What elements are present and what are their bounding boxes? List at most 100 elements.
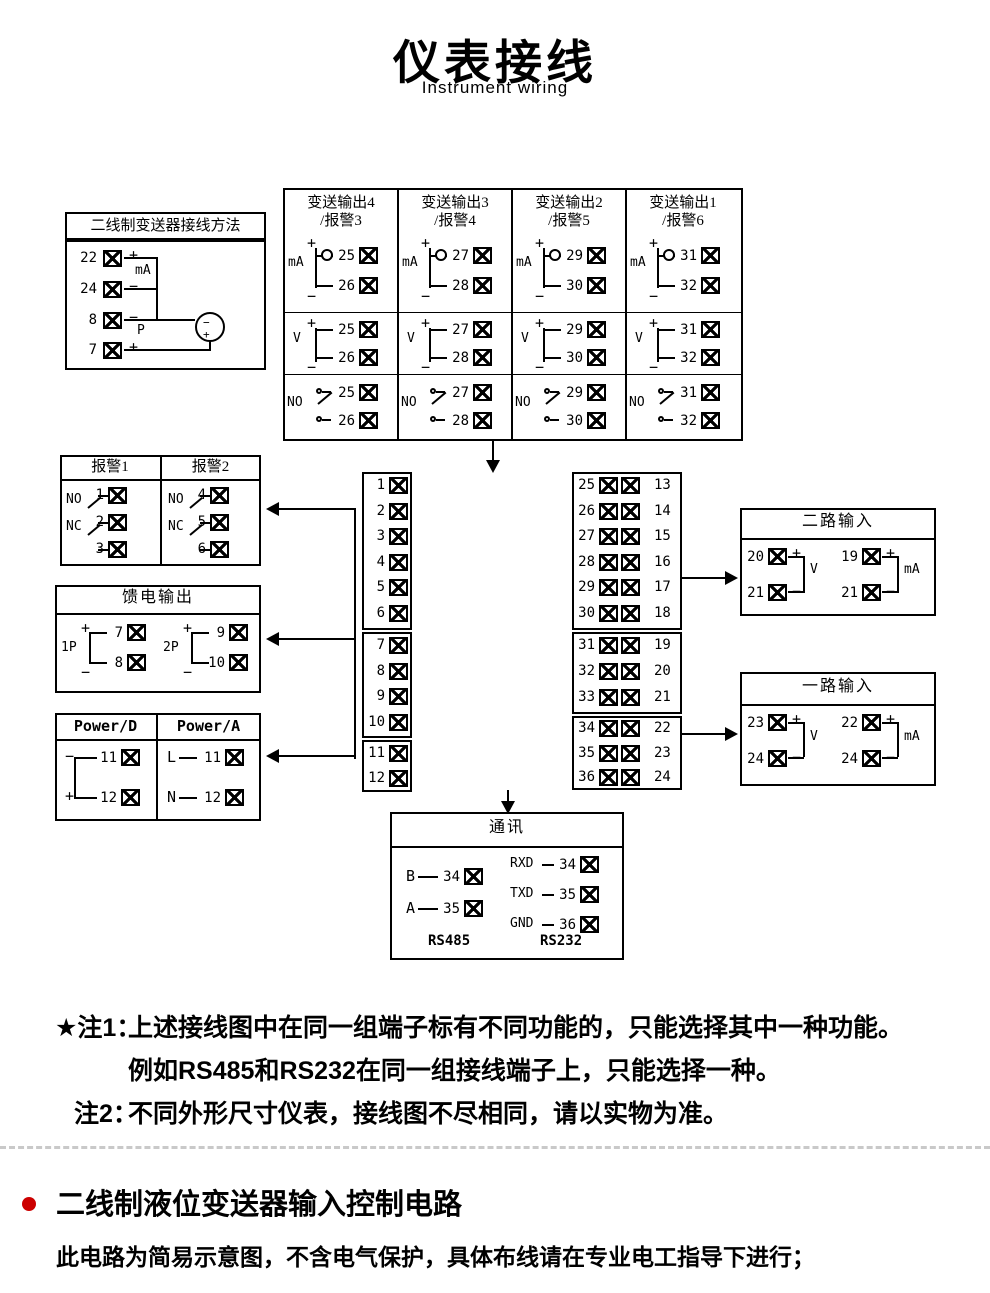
- terminal-screw-icon: [587, 277, 606, 294]
- terminal-screw-icon: [599, 689, 618, 706]
- signal-label: NO: [515, 395, 531, 410]
- terminal-number: 29: [566, 385, 583, 401]
- terminal-screw-icon: [464, 868, 483, 885]
- wire: [543, 285, 561, 287]
- terminal-number: 24: [80, 281, 97, 297]
- transmit-outputs-box: 变送输出4 /报警3 + 25 26 − mA + 25 26 − V NO 2…: [283, 188, 743, 441]
- wire: [803, 556, 805, 593]
- wire: [98, 549, 108, 551]
- contact-node-icon: [658, 388, 664, 394]
- terminal-screw-icon: [862, 714, 881, 731]
- transmitter-wiring-box: 二线制变送器接线方法 22 24 8 7 + mA − − P + − +: [65, 212, 270, 372]
- rs232-label: RS232: [540, 933, 583, 949]
- polarity-sign: −: [129, 277, 139, 295]
- pin-label: TXD: [510, 886, 534, 901]
- terminal-number: 27: [452, 322, 469, 338]
- polarity-sign: +: [886, 544, 896, 562]
- terminal-number: 30: [566, 413, 583, 429]
- terminal-screw-icon: [580, 856, 599, 873]
- terminal-number: 29: [566, 248, 583, 264]
- terminal-screw-icon: [587, 412, 606, 429]
- wire: [543, 328, 545, 362]
- signal-label: mA: [135, 263, 151, 278]
- signal-label: V: [293, 331, 301, 346]
- signal-label: V: [521, 331, 529, 346]
- terminal-number: 32: [578, 663, 595, 679]
- terminal-screw-icon: [768, 548, 787, 565]
- polarity-sign: +: [183, 619, 193, 637]
- wire: [657, 248, 659, 288]
- terminal-number: 4: [376, 554, 385, 570]
- terminal-screw-icon: [103, 342, 122, 359]
- arrow-right-icon: [725, 571, 738, 585]
- signal-label: NO: [168, 492, 184, 507]
- terminal-screw-icon: [862, 584, 881, 601]
- terminal-screw-icon: [103, 312, 122, 329]
- terminal-number: 36: [559, 917, 576, 933]
- arrow-left-icon: [266, 632, 279, 646]
- signal-label: mA: [630, 255, 646, 270]
- terminal-screw-icon: [768, 714, 787, 731]
- contact-node-icon: [316, 416, 322, 422]
- terminal-number: 12: [204, 790, 221, 806]
- wire: [542, 894, 554, 896]
- feed-title: 馈电输出: [121, 589, 194, 606]
- terminal-number: 26: [338, 413, 355, 429]
- wire: [803, 722, 805, 757]
- wire: [89, 662, 107, 664]
- wire: [156, 713, 158, 821]
- terminal-number: 12: [368, 770, 385, 786]
- terminal-screw-icon: [621, 605, 640, 622]
- arrow-right-icon: [725, 727, 738, 741]
- polarity-sign: +: [129, 338, 139, 356]
- terminal-screw-icon: [599, 528, 618, 545]
- terminal-number: 16: [654, 554, 671, 570]
- terminal-screw-icon: [108, 541, 127, 558]
- wire: [75, 797, 97, 799]
- terminal-screw-icon: [701, 384, 720, 401]
- wire: [285, 374, 741, 375]
- polarity-sign: +: [886, 710, 896, 728]
- wire: [315, 285, 333, 287]
- terminal-screw-icon: [229, 654, 248, 671]
- terminal-screw-icon: [389, 663, 408, 680]
- polarity-sign: +: [649, 234, 659, 252]
- terminal-number: 28: [452, 278, 469, 294]
- terminal-screw-icon: [473, 277, 492, 294]
- note2-text: 不同外形尺寸仪表，接线图不尽相同，请以实物为准。: [128, 1100, 729, 1128]
- terminal-number: 34: [559, 857, 576, 873]
- terminal-number: 21: [841, 585, 858, 601]
- wire: [882, 556, 898, 558]
- terminal-screw-icon: [389, 528, 408, 545]
- section-heading: 二线制液位变送器输入控制电路: [56, 1189, 463, 1221]
- terminal-number: 9: [376, 688, 385, 704]
- polarity-sign: −: [307, 287, 317, 305]
- terminal-screw-icon: [587, 321, 606, 338]
- wire: [124, 288, 156, 290]
- wire: [742, 704, 934, 706]
- terminal-screw-icon: [359, 277, 378, 294]
- terminal-number: 11: [100, 750, 117, 766]
- terminal-screw-icon: [108, 514, 127, 531]
- wire: [882, 722, 898, 724]
- wire: [511, 190, 513, 439]
- rs485-label: RS485: [428, 933, 471, 949]
- terminal-number: 25: [338, 248, 355, 264]
- transmitter-circle-icon: [195, 312, 225, 342]
- output-subtitle: /报警5: [548, 213, 590, 229]
- signal-label: NO: [629, 395, 645, 410]
- output-subtitle: /报警6: [662, 213, 704, 229]
- terminal-screw-icon: [599, 605, 618, 622]
- wire: [89, 632, 107, 634]
- wire: [429, 285, 447, 287]
- signal-label: V: [810, 729, 818, 744]
- terminal-number: 30: [566, 350, 583, 366]
- terminal-screw-icon: [103, 281, 122, 298]
- wire: [278, 638, 356, 640]
- pin-label: GND: [510, 916, 534, 931]
- terminal-number: 11: [368, 745, 385, 761]
- terminal-number: 32: [680, 413, 697, 429]
- wire: [882, 757, 898, 759]
- terminal-screw-icon: [389, 579, 408, 596]
- terminal-number: 8: [114, 655, 123, 671]
